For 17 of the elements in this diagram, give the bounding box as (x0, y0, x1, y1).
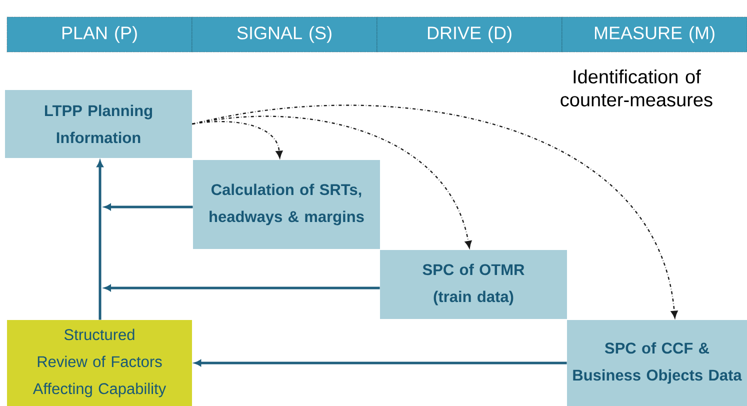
process-box: SPC of OTMR (train data) (380, 250, 567, 319)
arrow (192, 120, 283, 158)
phase-header-cell: SIGNAL (S) (192, 16, 378, 52)
arrow (192, 116, 472, 248)
arrow (96, 160, 104, 320)
arrow (104, 284, 380, 292)
process-box: LTPP Planning Information (5, 90, 192, 158)
phase-header-cell: MEASURE (M) (562, 16, 747, 52)
process-box: SPC of CCF & Business Objects Data (567, 320, 747, 406)
process-box: Calculation of SRTs, headways & margins (193, 160, 380, 249)
phase-header-cell: DRIVE (D) (376, 16, 562, 52)
phase-header-cell: PLAN (P) (6, 16, 192, 52)
review-box: Structured Review of Factors Affecting Capability (7, 320, 192, 406)
arrow (192, 104, 678, 318)
arrow (194, 360, 567, 366)
arrow (104, 204, 193, 210)
note-text: Identification of counter-measures (560, 70, 712, 106)
